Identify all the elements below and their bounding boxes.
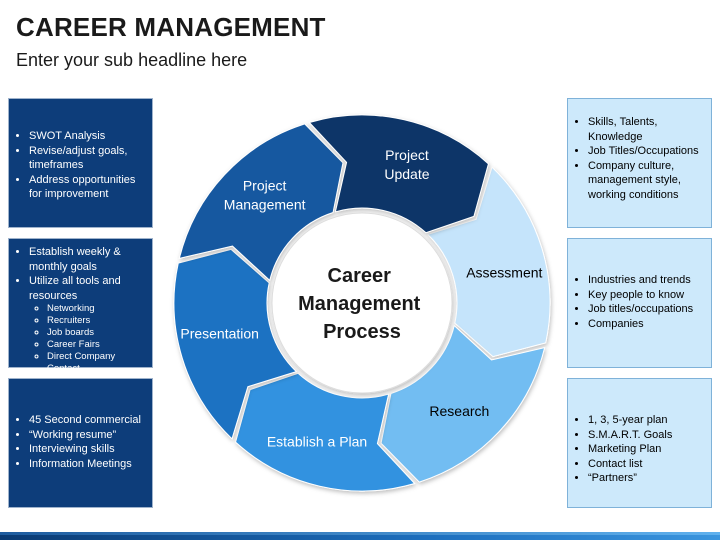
cycle-segment	[308, 114, 489, 234]
cycle-segment-label-line: Assessment	[466, 265, 542, 281]
list-item: Marketing Plan	[588, 442, 705, 457]
cycle-segment-label-line: Project	[385, 147, 429, 163]
center-title-line: Management	[298, 293, 421, 315]
list-item: “Working resume”	[29, 428, 146, 443]
sub-list-item: Job boards	[47, 327, 146, 339]
sub-list-item: Recruiters	[47, 315, 146, 327]
sub-list-item: Career Fairs	[47, 339, 146, 351]
bullet-list: 1, 3, 5-year plan S.M.A.R.T. Goals Marke…	[574, 413, 705, 486]
bullet-list: Skills, Talents, Knowledge Job Titles/Oc…	[574, 115, 705, 202]
cycle-segment-label-line: Establish a Plan	[267, 433, 367, 449]
cycle-segment-label-line: Project	[243, 177, 287, 193]
list-item: 1, 3, 5-year plan	[588, 413, 705, 428]
cycle-segment	[235, 372, 416, 492]
cycle-segment-label: Establish a Plan	[267, 433, 367, 449]
page-title: CAREER MANAGEMENT	[16, 12, 326, 42]
right-box-assessment: Skills, Talents, Knowledge Job Titles/Oc…	[567, 98, 712, 228]
cycle-segment	[173, 248, 298, 440]
list-item: Key people to know	[588, 288, 705, 303]
list-item: Industries and trends	[588, 273, 705, 288]
list-item: Job titles/occupations	[588, 302, 705, 317]
cycle-segment-label-line: Update	[384, 166, 429, 182]
page-subtitle: Enter your sub headline here	[16, 50, 248, 70]
list-item: Information Meetings	[29, 457, 146, 472]
bullet-list: Establish weekly & monthly goals Utilize…	[15, 245, 146, 375]
list-item: Establish weekly & monthly goals	[29, 245, 146, 274]
list-item: Revise/adjust goals, timeframes	[29, 144, 146, 173]
cycle-segment-label-line: Research	[429, 403, 489, 419]
bullet-list: SWOT Analysis Revise/adjust goals, timef…	[15, 129, 146, 202]
left-box-management: Establish weekly & monthly goals Utilize…	[8, 238, 153, 374]
list-item: SWOT Analysis	[29, 129, 146, 144]
cycle-segment-label: Assessment	[466, 265, 542, 281]
right-box-plan: 1, 3, 5-year plan S.M.A.R.T. Goals Marke…	[567, 378, 712, 508]
list-item: Job Titles/Occupations	[588, 144, 705, 159]
sub-list-item: Direct Company Contact	[47, 351, 146, 375]
cycle-segment-label: Research	[429, 403, 489, 419]
cycle-segment-label-line: Presentation	[180, 325, 259, 341]
bullet-list: Industries and trends Key people to know…	[574, 273, 705, 331]
cycle-segment-label-line: Management	[224, 196, 306, 212]
cycle-segment-label: Presentation	[180, 325, 259, 341]
list-item: Companies	[588, 317, 705, 332]
right-box-research: Industries and trends Key people to know…	[567, 238, 712, 368]
list-item: Utilize all tools and resources Networki…	[29, 274, 146, 375]
list-item: 45 Second commercial	[29, 413, 146, 428]
center-title-line: Process	[323, 321, 401, 343]
list-item: Address opportunities for improvement	[29, 173, 146, 202]
cycle-segment	[178, 123, 344, 282]
list-item: Skills, Talents, Knowledge	[588, 115, 705, 144]
list-item-text: Utilize all tools and resources	[29, 275, 121, 302]
center-title: Career Management Process	[298, 265, 426, 343]
left-box-update: SWOT Analysis Revise/adjust goals, timef…	[8, 98, 153, 228]
list-item: Company culture, management style, worki…	[588, 159, 705, 203]
center-title-line: Career	[328, 265, 392, 287]
cycle-segment	[380, 324, 546, 483]
footer-bar	[0, 532, 720, 540]
list-item: S.M.A.R.T. Goals	[588, 428, 705, 443]
left-box-presentation: 45 Second commercial “Working resume” In…	[8, 378, 153, 508]
list-item: Interviewing skills	[29, 442, 146, 457]
list-item: “Partners”	[588, 471, 705, 486]
list-item: Contact list	[588, 457, 705, 472]
sub-list: Networking Recruiters Job boards Career …	[29, 303, 146, 375]
sub-list-item: Networking	[47, 303, 146, 315]
bullet-list: 45 Second commercial “Working resume” In…	[15, 413, 146, 471]
cycle-segment	[426, 166, 551, 358]
center-circle	[271, 212, 453, 394]
